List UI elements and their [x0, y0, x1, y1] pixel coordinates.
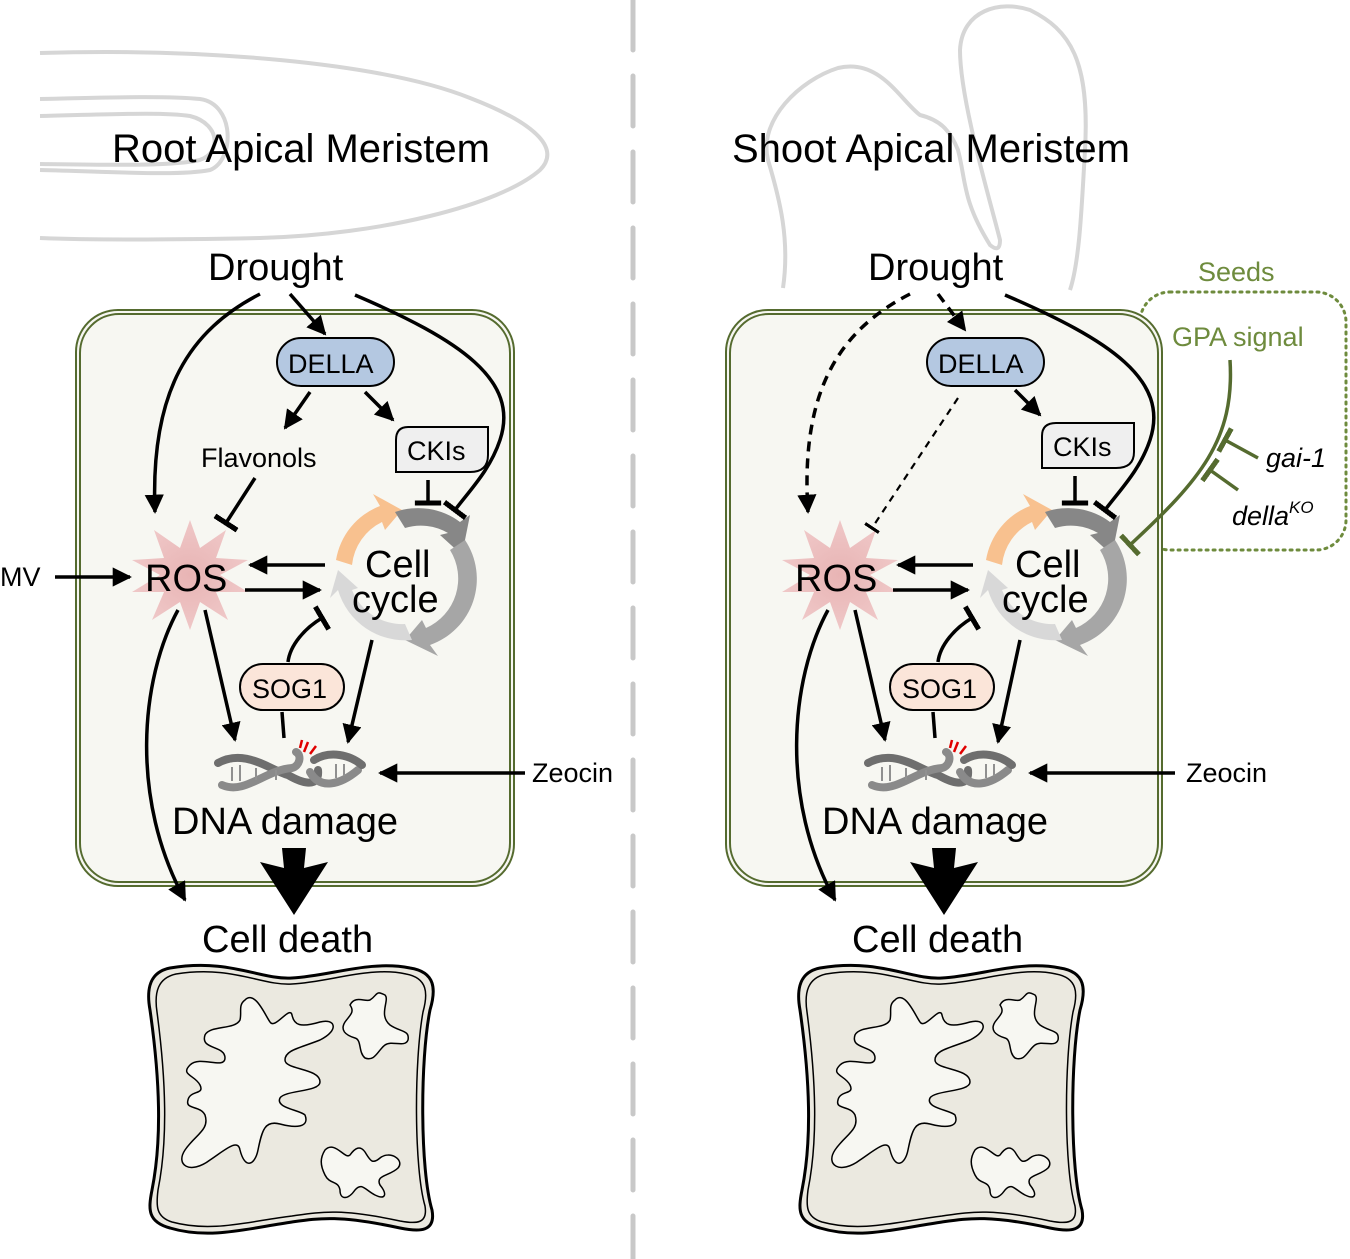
root-panel: Root Apical Meristem Drought ROS DELLA F… [0, 50, 613, 1235]
root-sog1-node [239, 663, 345, 711]
edge-della-ckis [1013, 388, 1042, 417]
root-ckis-node [395, 426, 489, 473]
shoot-edges [794, 292, 1175, 915]
edge-drought-ros [144, 292, 261, 514]
edge-sog1-cellcycle [286, 605, 331, 663]
root-dead-cell-icon [147, 963, 435, 1235]
dellako-base: della [1232, 501, 1289, 531]
edge-dna-celldeath-bold-arrow [260, 848, 328, 915]
shoot-cell-box [725, 309, 1163, 887]
root-ckis-label: CKIs [407, 436, 466, 466]
edge-dna-celldeath-bold-arrow [910, 848, 978, 915]
root-sog1-label: SOG1 [252, 674, 327, 704]
shoot-ckis-node [1041, 422, 1135, 469]
shoot-ros-burst-icon [782, 520, 898, 630]
shoot-cell-cycle-label-1: Cell [1015, 544, 1080, 586]
root-zeocin-label: Zeocin [532, 758, 613, 788]
root-ros-label: ROS [145, 558, 227, 600]
edge-drought-ros-dashed [797, 292, 911, 514]
shoot-della-label: DELLA [938, 349, 1024, 379]
shoot-ckis-label: CKIs [1053, 432, 1112, 462]
root-cell-cycle-label-2: cycle [352, 579, 439, 621]
dellako-superscript: KO [1289, 498, 1314, 517]
edge-sog1-dna [931, 711, 937, 739]
root-dna-damage-label: DNA damage [172, 801, 398, 843]
edge-drought-della-dashed [936, 292, 967, 332]
root-outline-icon [39, 50, 550, 242]
edge-dellako-gpa [1200, 457, 1240, 492]
shoot-cell-cycle-label-2: cycle [1002, 579, 1089, 621]
edge-cellcycle-dna [342, 639, 374, 744]
shoot-dna-damage-label: DNA damage [822, 801, 1048, 843]
edge-drought-cellcycle [354, 293, 506, 520]
shoot-zeocin-label: Zeocin [1186, 758, 1267, 788]
root-edges [55, 292, 525, 915]
shoot-dna-damage-icon [864, 739, 1016, 792]
gai1-label: gai-1 [1266, 443, 1326, 473]
edge-sog1-dna [280, 711, 286, 739]
shoot-cell-death-label: Cell death [852, 919, 1023, 961]
shoot-title: Shoot Apical Meristem [732, 127, 1130, 171]
root-cell-death-label: Cell death [202, 919, 373, 961]
edge-gai1-gpa [1216, 427, 1259, 460]
edge-ros-celldeath [144, 609, 187, 902]
shoot-drought-label: Drought [868, 247, 1004, 289]
seeds-label: Seeds [1198, 257, 1275, 287]
edge-sog1-cellcycle [936, 605, 981, 663]
shoot-outline-icon [764, 4, 1088, 291]
root-dna-damage-icon [214, 739, 366, 792]
root-cell-cycle-label-1: Cell [365, 544, 430, 586]
shoot-della-node [926, 337, 1045, 387]
root-title: Root Apical Meristem [112, 127, 490, 171]
shoot-ros-label: ROS [795, 558, 877, 600]
root-flavonols-label: Flavonols [201, 443, 317, 473]
shoot-panel: Shoot Apical Meristem Drought Seeds GPA … [725, 4, 1348, 1235]
edge-ros-dna [853, 609, 891, 742]
shoot-dead-cell-icon [797, 963, 1085, 1235]
gpa-signal-label: GPA signal [1172, 322, 1304, 352]
edge-drought-cellcycle [1004, 293, 1156, 520]
edge-cellcycle-dna [992, 639, 1022, 744]
root-mv-label: MV [0, 562, 41, 592]
shoot-sog1-node [889, 663, 995, 711]
shoot-sog1-label: SOG1 [902, 674, 977, 704]
root-ros-burst-icon [132, 520, 248, 630]
edge-ros-celldeath [794, 609, 837, 902]
root-cell-box [75, 309, 515, 887]
dellako-label: dellaKO [1232, 498, 1314, 531]
root-della-label: DELLA [288, 349, 374, 379]
root-della-node [276, 337, 395, 387]
edge-drought-della [288, 292, 327, 336]
edge-flavonols-ros [213, 477, 257, 533]
edge-della-flavonols [283, 391, 312, 430]
root-drought-label: Drought [208, 247, 344, 289]
edge-ros-dna [203, 609, 241, 742]
edge-della-ckis [363, 390, 395, 422]
